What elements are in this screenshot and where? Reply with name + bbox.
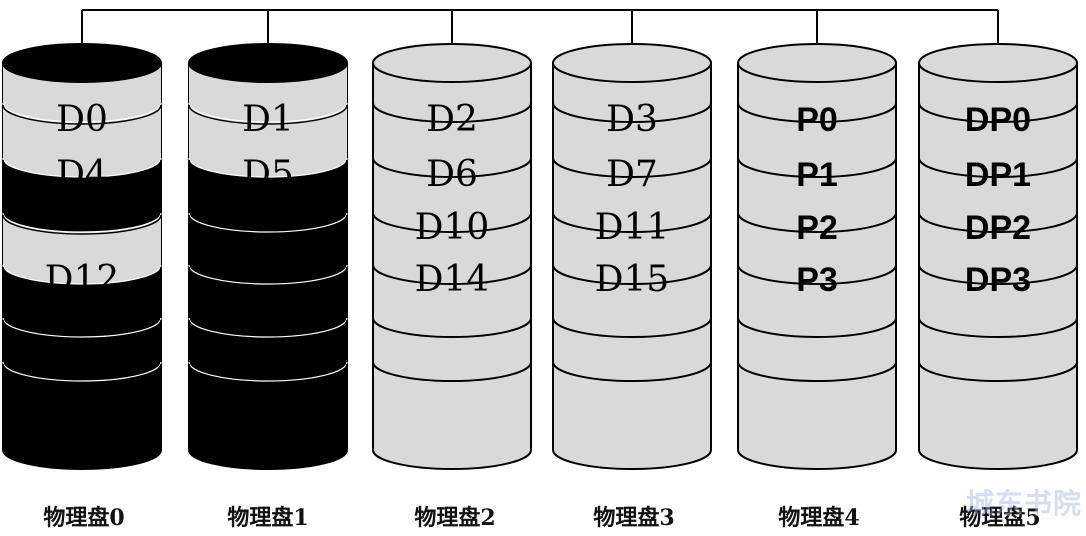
disk-3-stripe-0 <box>552 102 712 123</box>
disk-0-block-0: D0 <box>56 99 108 140</box>
disk-1-stripe-4 <box>188 317 348 338</box>
disk-4-label: 物理盘4 <box>778 505 860 531</box>
disk-2-stripe-1 <box>372 157 532 178</box>
disk-3-label: 物理盘3 <box>593 505 675 531</box>
watermark: 城东书院 <box>965 487 1082 520</box>
disk-5-top-cap <box>918 43 1078 83</box>
disk-4-stripe-4 <box>737 317 897 338</box>
disk-1-stripe-edge-1 <box>188 159 348 180</box>
disk-0-stripe-edge-4 <box>2 319 162 340</box>
disk-0-block-1: D4 <box>56 154 108 195</box>
disk-4-stripe-0 <box>737 102 897 123</box>
disk-1-stripe-edge-2 <box>188 214 348 235</box>
disk-0-band-3 <box>3 213 161 284</box>
disk-1-band-0 <box>189 63 347 122</box>
disk-0-label: 物理盘0 <box>43 505 125 531</box>
disk-4-block-0: P0 <box>796 101 838 139</box>
disk-2-stripe-2 <box>372 212 532 233</box>
disk-0-stripe-edge-1 <box>2 159 162 180</box>
disk-5-stripe-1 <box>918 157 1078 178</box>
disk-1-stripe-5 <box>188 361 348 382</box>
disk-3-stripe-2 <box>552 212 712 233</box>
disk-0-stripe-4 <box>2 317 162 338</box>
disk-5-stripe-3 <box>918 264 1078 285</box>
disk-1-stripe-1 <box>188 157 348 178</box>
disk-0-stripe-edge-0 <box>2 104 162 125</box>
disk-5-body <box>918 62 1078 470</box>
disk-5-stripe-2 <box>918 212 1078 233</box>
disk-4-body <box>737 62 897 470</box>
disk-3-block-3: D15 <box>595 259 670 300</box>
connector-bus <box>81 9 999 47</box>
disk-3-block-1: D7 <box>606 154 658 195</box>
disk-1-block-0: D1 <box>242 99 294 140</box>
disk-2-label: 物理盘2 <box>414 505 496 531</box>
disk-1-label: 物理盘1 <box>227 505 309 531</box>
disk-3-block-2: D11 <box>595 207 670 248</box>
disk-2-top-cap <box>372 43 532 83</box>
disk-1-top-cap <box>188 43 348 83</box>
disk-3-body <box>552 62 712 470</box>
disk-3-top-cap <box>552 43 712 83</box>
disk-5-label: 物理盘5 <box>959 505 1041 531</box>
disk-2-body <box>372 62 532 470</box>
disk-5-stripe-4 <box>918 317 1078 338</box>
disk-2-block-2: D10 <box>415 207 490 248</box>
disk-0-stripe-5 <box>2 361 162 382</box>
disk-0-stripe-edge-3 <box>2 266 162 287</box>
disk-3-stripe-4 <box>552 317 712 338</box>
disk-0-stripe-2 <box>2 212 162 233</box>
disk-4-block-1: P1 <box>796 156 838 194</box>
disk-5-block-3: DP3 <box>965 261 1031 299</box>
disk-4-block-3: P3 <box>796 261 838 299</box>
disk-4-stripe-1 <box>737 157 897 178</box>
disk-0-block-3: D12 <box>45 259 120 300</box>
disk-0-stripe-edge-2 <box>2 214 162 235</box>
disk-2-block-3: D14 <box>415 259 490 300</box>
disk-0-stripe-3 <box>2 264 162 285</box>
disk-1-stripe-edge-4 <box>188 319 348 340</box>
disk-1-stripe-3 <box>188 264 348 285</box>
disk-2-stripe-5 <box>372 361 532 382</box>
disk-1-stripe-edge-5 <box>188 363 348 384</box>
disk-2-stripe-3 <box>372 264 532 285</box>
disk-4-stripe-3 <box>737 264 897 285</box>
disk-5-block-0: DP0 <box>965 101 1031 139</box>
disk-2-block-1: D6 <box>426 154 478 195</box>
disk-2-block-0: D2 <box>426 99 478 140</box>
disk-0-band-0 <box>3 63 161 122</box>
disk-1-stripe-edge-3 <box>188 266 348 287</box>
disk-3-stripe-5 <box>552 361 712 382</box>
disk-4-stripe-5 <box>737 361 897 382</box>
disk-0-stripe-0 <box>2 102 162 123</box>
disk-3-stripe-1 <box>552 157 712 178</box>
disk-5-block-1: DP1 <box>965 156 1031 194</box>
disk-1-stripe-edge-0 <box>188 104 348 125</box>
disk-1-block-1: D5 <box>242 154 294 195</box>
disk-1-stripe-2 <box>188 212 348 233</box>
disk-5-stripe-5 <box>918 361 1078 382</box>
disk-3-block-0: D3 <box>606 99 658 140</box>
disk-4-block-2: P2 <box>796 209 838 247</box>
disk-3-stripe-3 <box>552 264 712 285</box>
disk-4-top-cap <box>737 43 897 83</box>
disk-2-stripe-0 <box>372 102 532 123</box>
disk-0-stripe-edge-5 <box>2 363 162 384</box>
disk-2-stripe-4 <box>372 317 532 338</box>
disk-0-stripe-1 <box>2 157 162 178</box>
disk-1-stripe-0 <box>188 102 348 123</box>
disk-5-stripe-0 <box>918 102 1078 123</box>
disk-4-stripe-2 <box>737 212 897 233</box>
disk-5-block-2: DP2 <box>965 209 1031 247</box>
disk-0-top-cap <box>2 43 162 83</box>
